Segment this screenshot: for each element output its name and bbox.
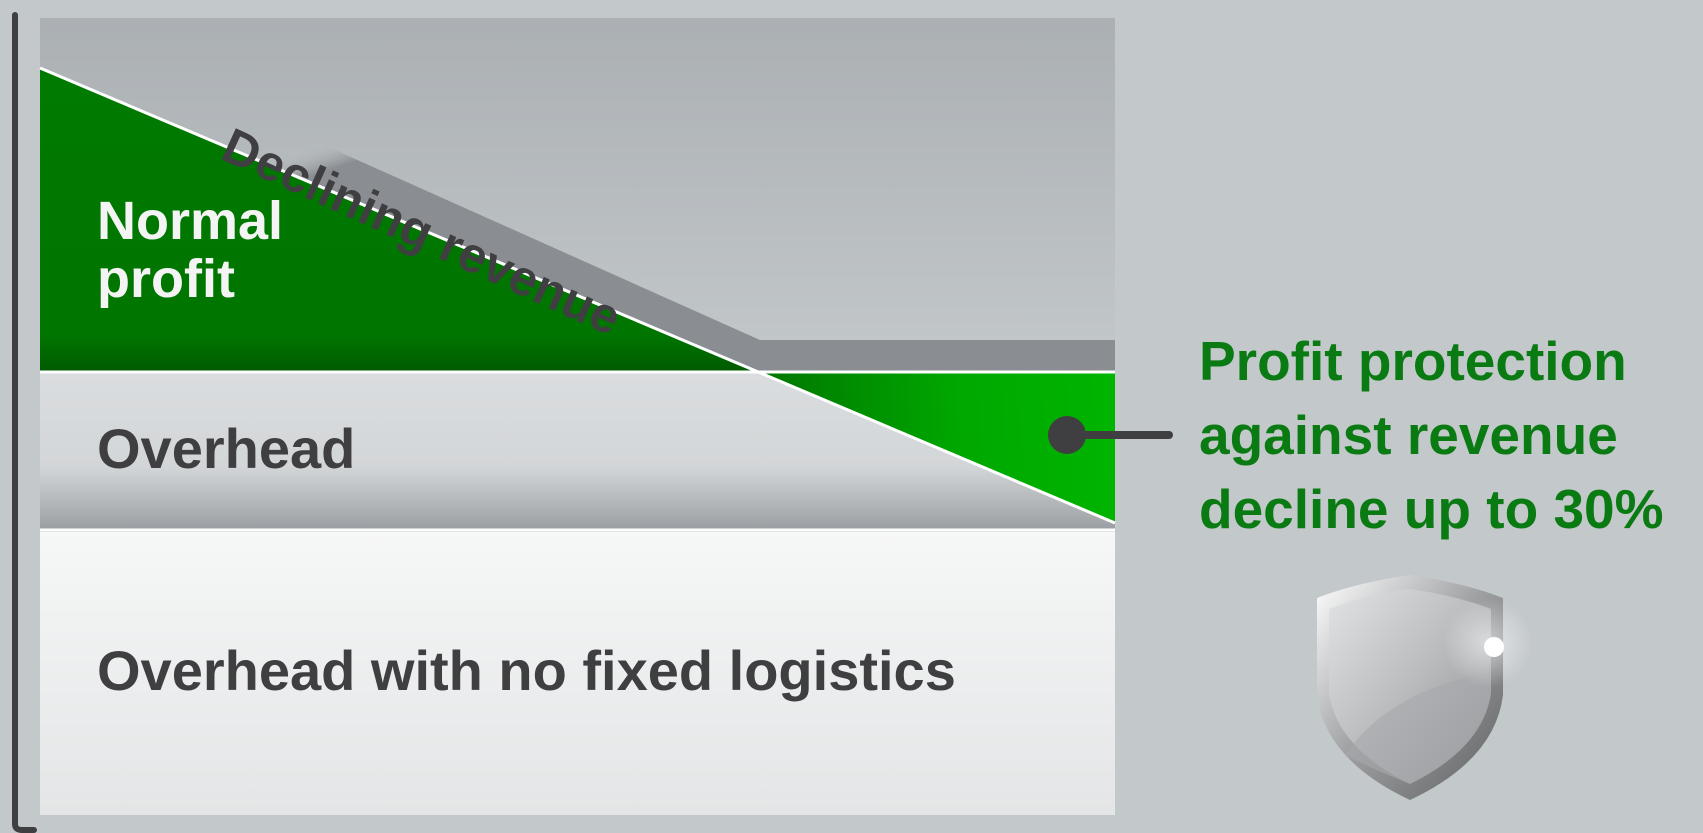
profit-protection-label: Profit protection against revenue declin…	[1199, 330, 1664, 540]
shield-icon	[1317, 575, 1533, 800]
revenue-line	[39, 66, 1116, 525]
overhead-no-fixed-logistics-label: Overhead with no fixed logistics	[97, 639, 956, 702]
overhead-nfl-band	[40, 532, 1115, 815]
callout-dot-icon	[1048, 416, 1086, 454]
overhead-label: Overhead	[97, 417, 356, 480]
normal-profit-label: Normal profit	[97, 191, 284, 309]
left-axis-line	[12, 12, 37, 833]
